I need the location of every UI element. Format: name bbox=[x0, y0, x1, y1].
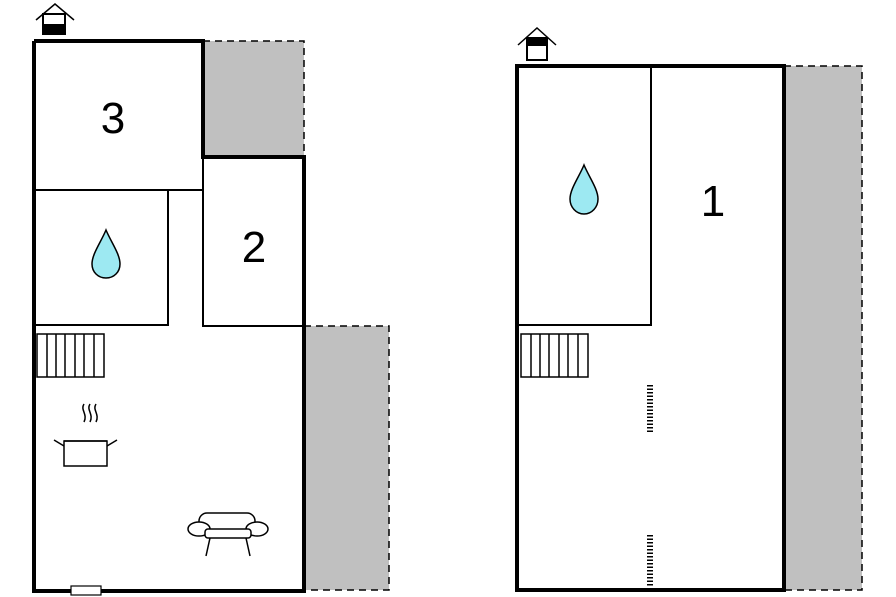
terrace-top bbox=[202, 40, 305, 158]
terrace-side bbox=[303, 325, 390, 591]
upper-floor-plan: 1 bbox=[515, 26, 863, 592]
entrance-icon-upper bbox=[517, 26, 557, 61]
room-1-label: 1 bbox=[701, 177, 725, 226]
bathroom-drop-icon-upper bbox=[569, 163, 599, 215]
wall-room-2 bbox=[202, 157, 304, 327]
wall-bathroom bbox=[34, 190, 169, 326]
room-3-label: 3 bbox=[101, 94, 125, 143]
stairs-icon bbox=[36, 333, 105, 378]
entrance-icon bbox=[35, 3, 75, 35]
room-2-label: 2 bbox=[242, 223, 266, 272]
outer-wall bbox=[32, 39, 306, 593]
wall-bathroom-upper bbox=[517, 66, 652, 326]
door-icon bbox=[70, 585, 102, 596]
bathroom-drop-icon bbox=[91, 228, 121, 279]
ground-floor-plan: 3 2 bbox=[32, 3, 390, 596]
sofa-icon bbox=[187, 512, 269, 557]
terrace-right bbox=[783, 65, 863, 591]
stairs-icon-upper bbox=[520, 333, 589, 378]
kitchen-pot-icon bbox=[53, 403, 118, 467]
